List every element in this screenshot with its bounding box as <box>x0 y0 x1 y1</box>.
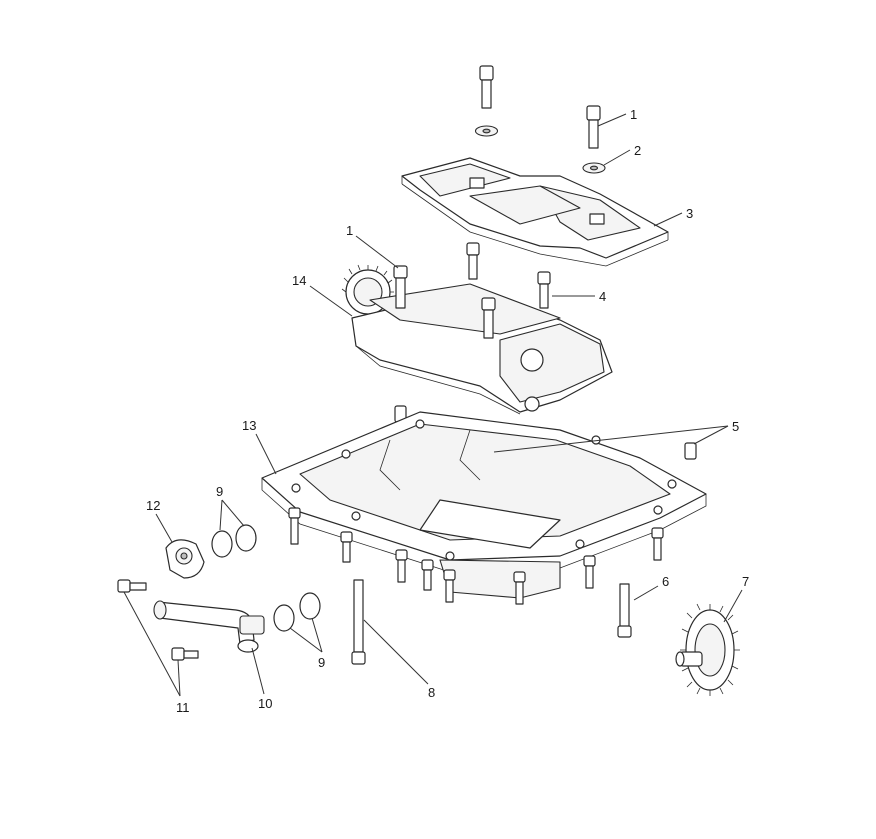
leader-lines <box>123 113 743 697</box>
bolt-item-11-a <box>117 579 147 593</box>
callout-9-upper: 9 <box>216 484 223 499</box>
bolt-item-4-a <box>466 242 480 280</box>
bolt-item-11-b <box>171 647 199 661</box>
washer-item-2 <box>582 162 606 174</box>
callout-4: 4 <box>599 289 606 304</box>
pickup-tube-item-10 <box>153 600 265 653</box>
callout-3: 3 <box>686 206 693 221</box>
callout-1-mid: 1 <box>346 223 353 238</box>
callout-5: 5 <box>732 419 739 434</box>
gear-item-7 <box>675 603 740 696</box>
callout-13: 13 <box>242 418 256 433</box>
dowel-item-5-c <box>684 442 697 460</box>
o-rings-item-9-upper <box>211 524 257 558</box>
o-rings-item-9-lower <box>273 592 321 632</box>
callout-6: 6 <box>662 574 669 589</box>
callout-9-lower: 9 <box>318 655 325 670</box>
bolt-item-1 <box>586 105 601 149</box>
oil-pan-item-13 <box>261 411 707 599</box>
callout-labels: 1 2 3 4 1 14 5 13 6 7 8 9 9 10 11 12 <box>146 107 749 715</box>
callout-12: 12 <box>146 498 160 513</box>
baffle-plate-item-3 <box>401 157 669 267</box>
callout-7: 7 <box>742 574 749 589</box>
callout-8: 8 <box>428 685 435 700</box>
pan-bolts-item-6 <box>288 507 664 638</box>
cover-plate-item-12 <box>165 539 205 579</box>
bolt-item-4-b <box>537 271 551 309</box>
callout-2: 2 <box>634 143 641 158</box>
long-bolt-item-8 <box>351 579 366 665</box>
callout-11: 11 <box>176 700 190 715</box>
pump-housing-item-14 <box>341 264 613 415</box>
callout-10: 10 <box>258 696 272 711</box>
callout-14: 14 <box>292 273 306 288</box>
callout-1-top: 1 <box>630 107 637 122</box>
bolt-top-left <box>474 65 499 137</box>
